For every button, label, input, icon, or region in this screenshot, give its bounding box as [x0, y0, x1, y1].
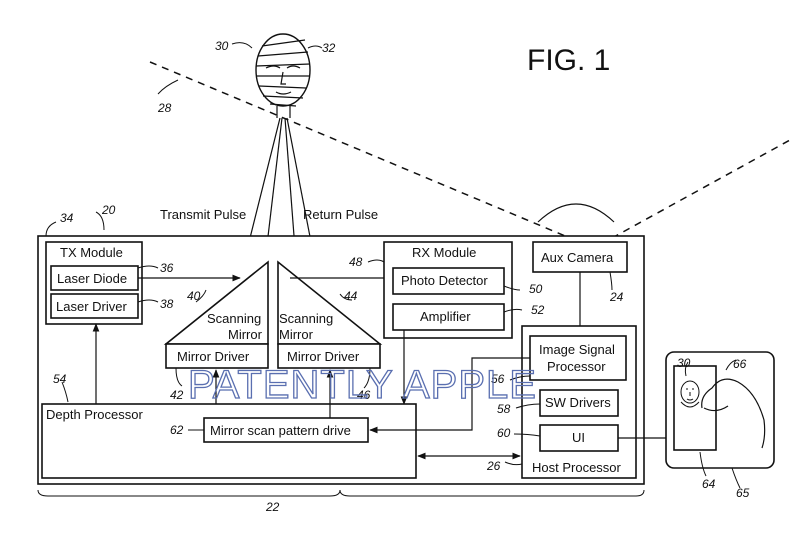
ref-32: 32 [322, 41, 336, 55]
leader-32 [308, 46, 322, 48]
ref-65: 65 [736, 486, 750, 500]
sw-drivers-label: SW Drivers [545, 395, 611, 410]
isp-label-1: Image Signal [539, 342, 615, 357]
field-of-view-arc [538, 204, 614, 222]
ui-label: UI [572, 430, 585, 445]
mirror-driver-left-label: Mirror Driver [177, 349, 250, 364]
watermark: PATENTLY APPLE [188, 363, 537, 407]
ref-62: 62 [170, 423, 184, 437]
isp-label-2: Processor [547, 359, 606, 374]
ref-44: 44 [344, 289, 358, 303]
laser-diode-label: Laser Diode [57, 271, 127, 286]
brace-22 [38, 490, 644, 496]
tx-module-label: TX Module [60, 245, 123, 260]
ref-28: 28 [157, 101, 172, 115]
ref-34: 34 [60, 211, 74, 225]
ref-20: 20 [101, 203, 116, 217]
aux-camera-label: Aux Camera [541, 250, 614, 265]
ref-64: 64 [702, 477, 716, 491]
ref-26: 26 [486, 459, 501, 473]
ref-48: 48 [349, 255, 363, 269]
scanning-mirror-right-label-2: Mirror [279, 327, 314, 342]
photo-detector-label: Photo Detector [401, 273, 488, 288]
amplifier-label: Amplifier [420, 309, 471, 324]
figure-title: FIG. 1 [527, 44, 610, 77]
scanning-mirror-left-label-2: Mirror [228, 327, 263, 342]
ref-42: 42 [170, 388, 184, 402]
leader-28 [158, 80, 178, 94]
scanning-mirror-left-label-1: Scanning [207, 311, 261, 326]
mirror-scan-pattern-drive-label: Mirror scan pattern drive [210, 423, 351, 438]
device-screen [674, 366, 716, 450]
rx-module-label: RX Module [412, 245, 476, 260]
ref-40: 40 [187, 289, 201, 303]
ref-60: 60 [497, 426, 511, 440]
return-pulse-label: Return Pulse [303, 207, 378, 222]
host-processor-label: Host Processor [532, 460, 622, 475]
ref-36: 36 [160, 261, 174, 275]
depth-processor-label: Depth Processor [46, 407, 143, 422]
ref-54: 54 [53, 372, 67, 386]
laser-driver-label: Laser Driver [56, 299, 127, 314]
leader-34 [46, 222, 56, 236]
ref-66: 66 [733, 357, 747, 371]
mirror-driver-right-label: Mirror Driver [287, 349, 360, 364]
leader-65 [732, 468, 740, 488]
ref-30b: 30 [677, 356, 691, 370]
ref-24: 24 [609, 290, 624, 304]
user-head-icon [256, 34, 310, 118]
scanning-mirror-right-label-1: Scanning [279, 311, 333, 326]
leader-30 [232, 43, 252, 48]
transmit-pulse-label: Transmit Pulse [160, 207, 246, 222]
ref-30: 30 [215, 39, 229, 53]
ref-22: 22 [265, 500, 280, 514]
ref-50: 50 [529, 282, 543, 296]
ref-52: 52 [531, 303, 545, 317]
ref-38: 38 [160, 297, 174, 311]
